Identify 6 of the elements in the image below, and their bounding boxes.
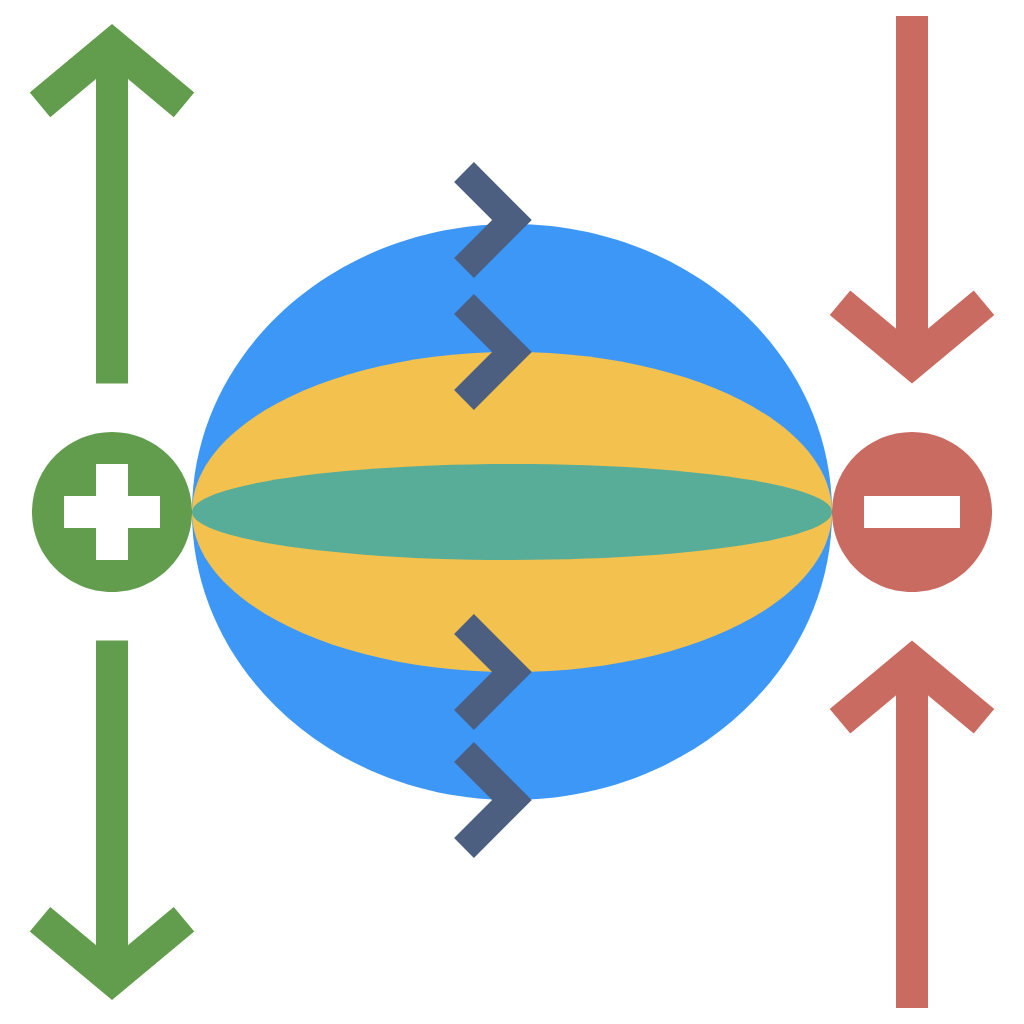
arrow: [829, 640, 995, 1008]
plus-sign-circle: [32, 432, 192, 592]
minus-sign-circle: [832, 432, 992, 592]
arrow: [29, 640, 195, 1000]
arrow: [829, 16, 995, 384]
arrow: [29, 24, 195, 384]
